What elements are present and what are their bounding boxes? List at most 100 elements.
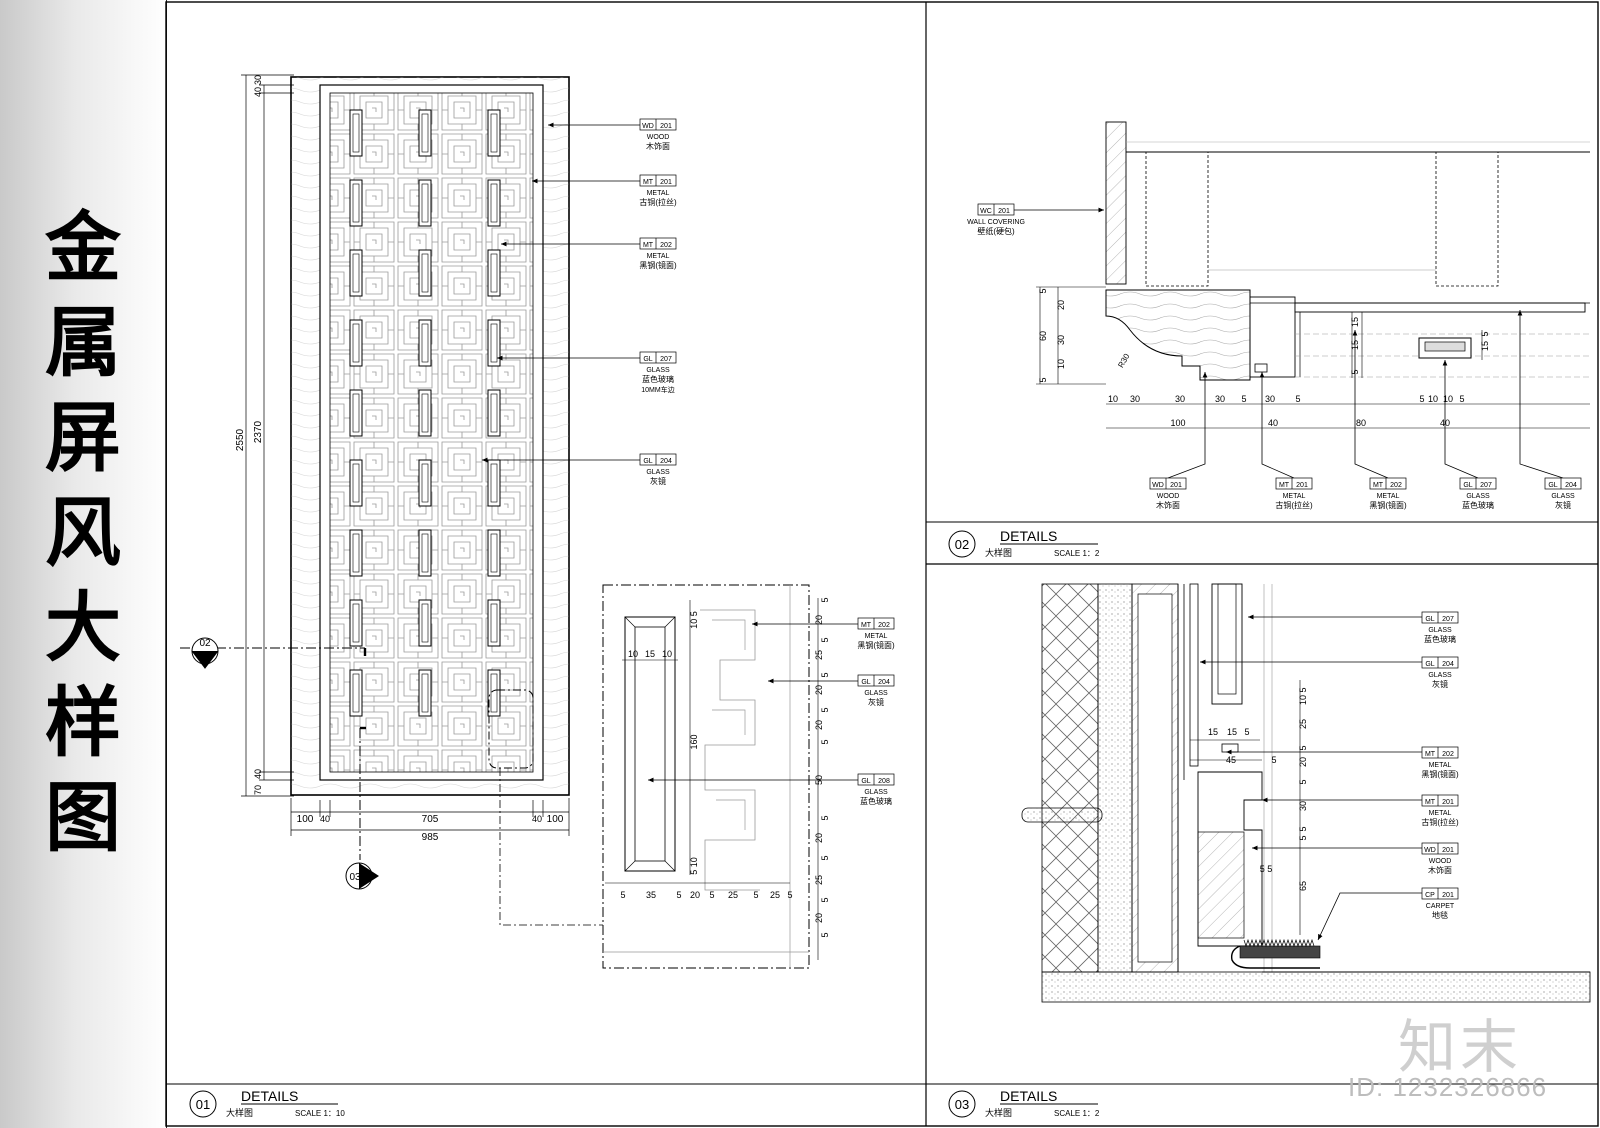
svg-text:65: 65: [1298, 881, 1308, 891]
svg-text:MT: MT: [643, 179, 654, 186]
svg-text:MT: MT: [861, 622, 872, 629]
glass-slot: [349, 249, 363, 297]
svg-text:30: 30: [1265, 394, 1275, 404]
detail-dim-label: 20: [814, 913, 824, 923]
glass-slot: [487, 669, 501, 717]
svg-text:15: 15: [1480, 341, 1490, 351]
svg-text:35: 35: [646, 890, 656, 900]
svg-text:GL: GL: [1548, 482, 1557, 489]
dim-2550: 2550: [235, 428, 246, 451]
title-02-scale: SCALE 1：2: [1054, 549, 1100, 558]
detail-dim-label: 5: [820, 739, 830, 744]
svg-text:METAL: METAL: [1429, 762, 1452, 769]
svg-text:古铜(拉丝): 古铜(拉丝): [1275, 500, 1313, 510]
glass-slot: [487, 109, 501, 157]
svg-text:204: 204: [1442, 661, 1454, 668]
svg-text:204: 204: [660, 458, 672, 465]
svg-text:5: 5: [1298, 826, 1308, 831]
svg-text:5: 5: [753, 890, 758, 900]
title-char: 风: [45, 488, 121, 577]
svg-text:10: 10: [662, 649, 672, 659]
callouts-detail: MT 202 METAL 黑钢(镜面) GL 204 GLASS 灰镜 GL 2…: [648, 617, 895, 806]
detail-dim-label: 5: [820, 672, 830, 677]
detail-dim-label: 5: [820, 932, 830, 937]
svg-text:201: 201: [1296, 482, 1308, 489]
svg-text:灰镜: 灰镜: [1555, 500, 1571, 510]
svg-text:WOOD: WOOD: [1157, 493, 1180, 500]
svg-text:201: 201: [998, 208, 1010, 215]
svg-text:5: 5: [1480, 331, 1490, 336]
svg-text:204: 204: [878, 679, 890, 686]
detail-dim-label: 5: [820, 597, 830, 602]
svg-text:208: 208: [878, 778, 890, 785]
glass-slot: [487, 179, 501, 227]
title-03-sub: 大样图: [985, 1107, 1012, 1118]
svg-text:5 5: 5 5: [1260, 864, 1273, 874]
glass-slot: [487, 599, 501, 647]
svg-text:古铜(拉丝): 古铜(拉丝): [639, 197, 677, 207]
glass-slot: [349, 599, 363, 647]
vertical-title: 金 属 屏 风 大 样 图: [0, 200, 166, 865]
svg-text:5: 5: [1298, 779, 1308, 784]
glass-slot: [349, 529, 363, 577]
svg-text:METAL: METAL: [1377, 493, 1400, 500]
svg-text:40: 40: [1268, 418, 1278, 428]
dim-30-top: 30: [253, 75, 263, 85]
svg-text:蓝色玻璃: 蓝色玻璃: [1424, 634, 1456, 644]
glass-slot: [418, 179, 432, 227]
dim-100-right: 100: [547, 814, 564, 825]
svg-text:30: 30: [1130, 394, 1140, 404]
svg-text:GL: GL: [1463, 482, 1472, 489]
svg-text:207: 207: [1442, 616, 1454, 623]
svg-text:45: 45: [1226, 755, 1236, 765]
svg-text:黑钢(镜面): 黑钢(镜面): [639, 260, 677, 270]
svg-text:201: 201: [660, 179, 672, 186]
callout-mt201: MT 201 METAL 古铜(拉丝): [532, 174, 677, 207]
svg-text:5: 5: [1419, 394, 1424, 404]
title-block-03: 03 DETAILS 大样图 SCALE 1：2: [948, 1088, 1100, 1118]
svg-text:10: 10: [1428, 394, 1438, 404]
svg-text:80: 80: [1356, 418, 1366, 428]
detail-callout-box: [488, 689, 534, 769]
detail-dim-label: 5: [820, 637, 830, 642]
dim-40-bottom: 40: [253, 769, 263, 779]
glass-slot: [487, 389, 501, 437]
glass-slot: [418, 669, 432, 717]
title-01-num: 01: [196, 1097, 210, 1112]
svg-text:GL: GL: [1425, 616, 1434, 623]
dim-2370: 2370: [253, 420, 264, 443]
title-char: 图: [45, 773, 121, 862]
dimensions-01: [241, 74, 570, 836]
svg-text:METAL: METAL: [647, 190, 670, 197]
svg-text:30: 30: [1056, 335, 1066, 345]
title-char: 屏: [45, 393, 121, 482]
svg-text:GLASS: GLASS: [864, 789, 888, 796]
callouts-01: WD 201 WOOD 木饰面 MT 201 METAL 古铜(拉丝) MT 2…: [482, 118, 677, 486]
callout-gl207: GL 207 GLASS 蓝色玻璃 10MM车边: [497, 351, 677, 394]
title-02-sub: 大样图: [985, 547, 1012, 558]
svg-text:GLASS: GLASS: [1428, 627, 1452, 634]
dim-985: 985: [422, 832, 439, 843]
svg-text:10: 10: [1056, 359, 1066, 369]
title-char: 大: [45, 583, 121, 672]
svg-text:202: 202: [878, 622, 890, 629]
dimensions-02: [1036, 286, 1590, 429]
svg-text:201: 201: [660, 123, 672, 130]
svg-text:5: 5: [1298, 687, 1308, 692]
title-block-02: 02 DETAILS 大样图 SCALE 1：2: [948, 528, 1100, 558]
svg-text:5: 5: [1038, 377, 1048, 382]
title-char: 样: [45, 678, 121, 767]
detail-dim-label: 5: [820, 815, 830, 820]
svg-text:GL: GL: [861, 778, 870, 785]
callout-mt202: MT 202 METAL 黑钢(镜面): [501, 237, 677, 270]
svg-text:5: 5: [1038, 288, 1048, 293]
title-01-scale: SCALE 1：10: [295, 1109, 345, 1118]
svg-text:5 10: 5 10: [689, 857, 699, 875]
watermark-id: ID: 1232326866: [1348, 1072, 1548, 1102]
watermark-logo: 知末: [1398, 1013, 1523, 1081]
svg-text:10: 10: [1298, 695, 1308, 705]
svg-text:木饰面: 木饰面: [1156, 500, 1180, 510]
